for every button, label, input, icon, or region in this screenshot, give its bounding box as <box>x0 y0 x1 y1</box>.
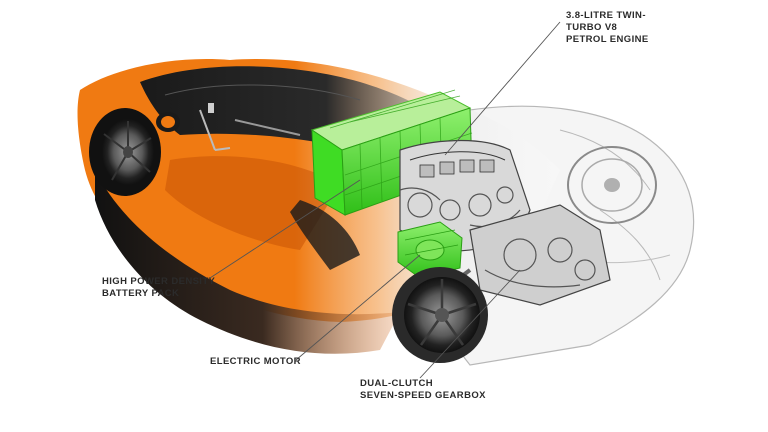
electric-motor <box>397 221 463 279</box>
callout-electric-motor: ELECTRIC MOTOR <box>210 356 301 368</box>
leader-line-engine <box>444 21 561 156</box>
leader-line-gearbox <box>419 269 521 379</box>
callout-engine-line-3: PETROL ENGINE <box>566 34 649 45</box>
leader-line-battery <box>209 179 361 279</box>
callout-battery-pack: HIGH POWER DENSITY BATTERY PACK <box>102 276 215 300</box>
callout-gearbox: DUAL-CLUTCH SEVEN-SPEED GEARBOX <box>360 378 486 402</box>
callout-gearbox-line-1: DUAL-CLUTCH <box>360 378 433 389</box>
leader-lines <box>209 21 561 379</box>
rear-wheel <box>392 267 488 363</box>
callout-engine: 3.8-LITRE TWIN- TURBO V8 PETROL ENGINE <box>566 10 649 46</box>
callout-motor-line-1: ELECTRIC MOTOR <box>210 356 301 367</box>
front-wheel <box>89 108 161 196</box>
callout-gearbox-line-2: SEVEN-SPEED GEARBOX <box>360 390 486 401</box>
leader-line-motor <box>295 254 421 361</box>
callout-engine-line-1: 3.8-LITRE TWIN- <box>566 10 646 21</box>
callout-engine-line-2: TURBO V8 <box>566 22 618 33</box>
callout-battery-line-2: BATTERY PACK <box>102 288 180 299</box>
callout-battery-line-1: HIGH POWER DENSITY <box>102 276 216 287</box>
